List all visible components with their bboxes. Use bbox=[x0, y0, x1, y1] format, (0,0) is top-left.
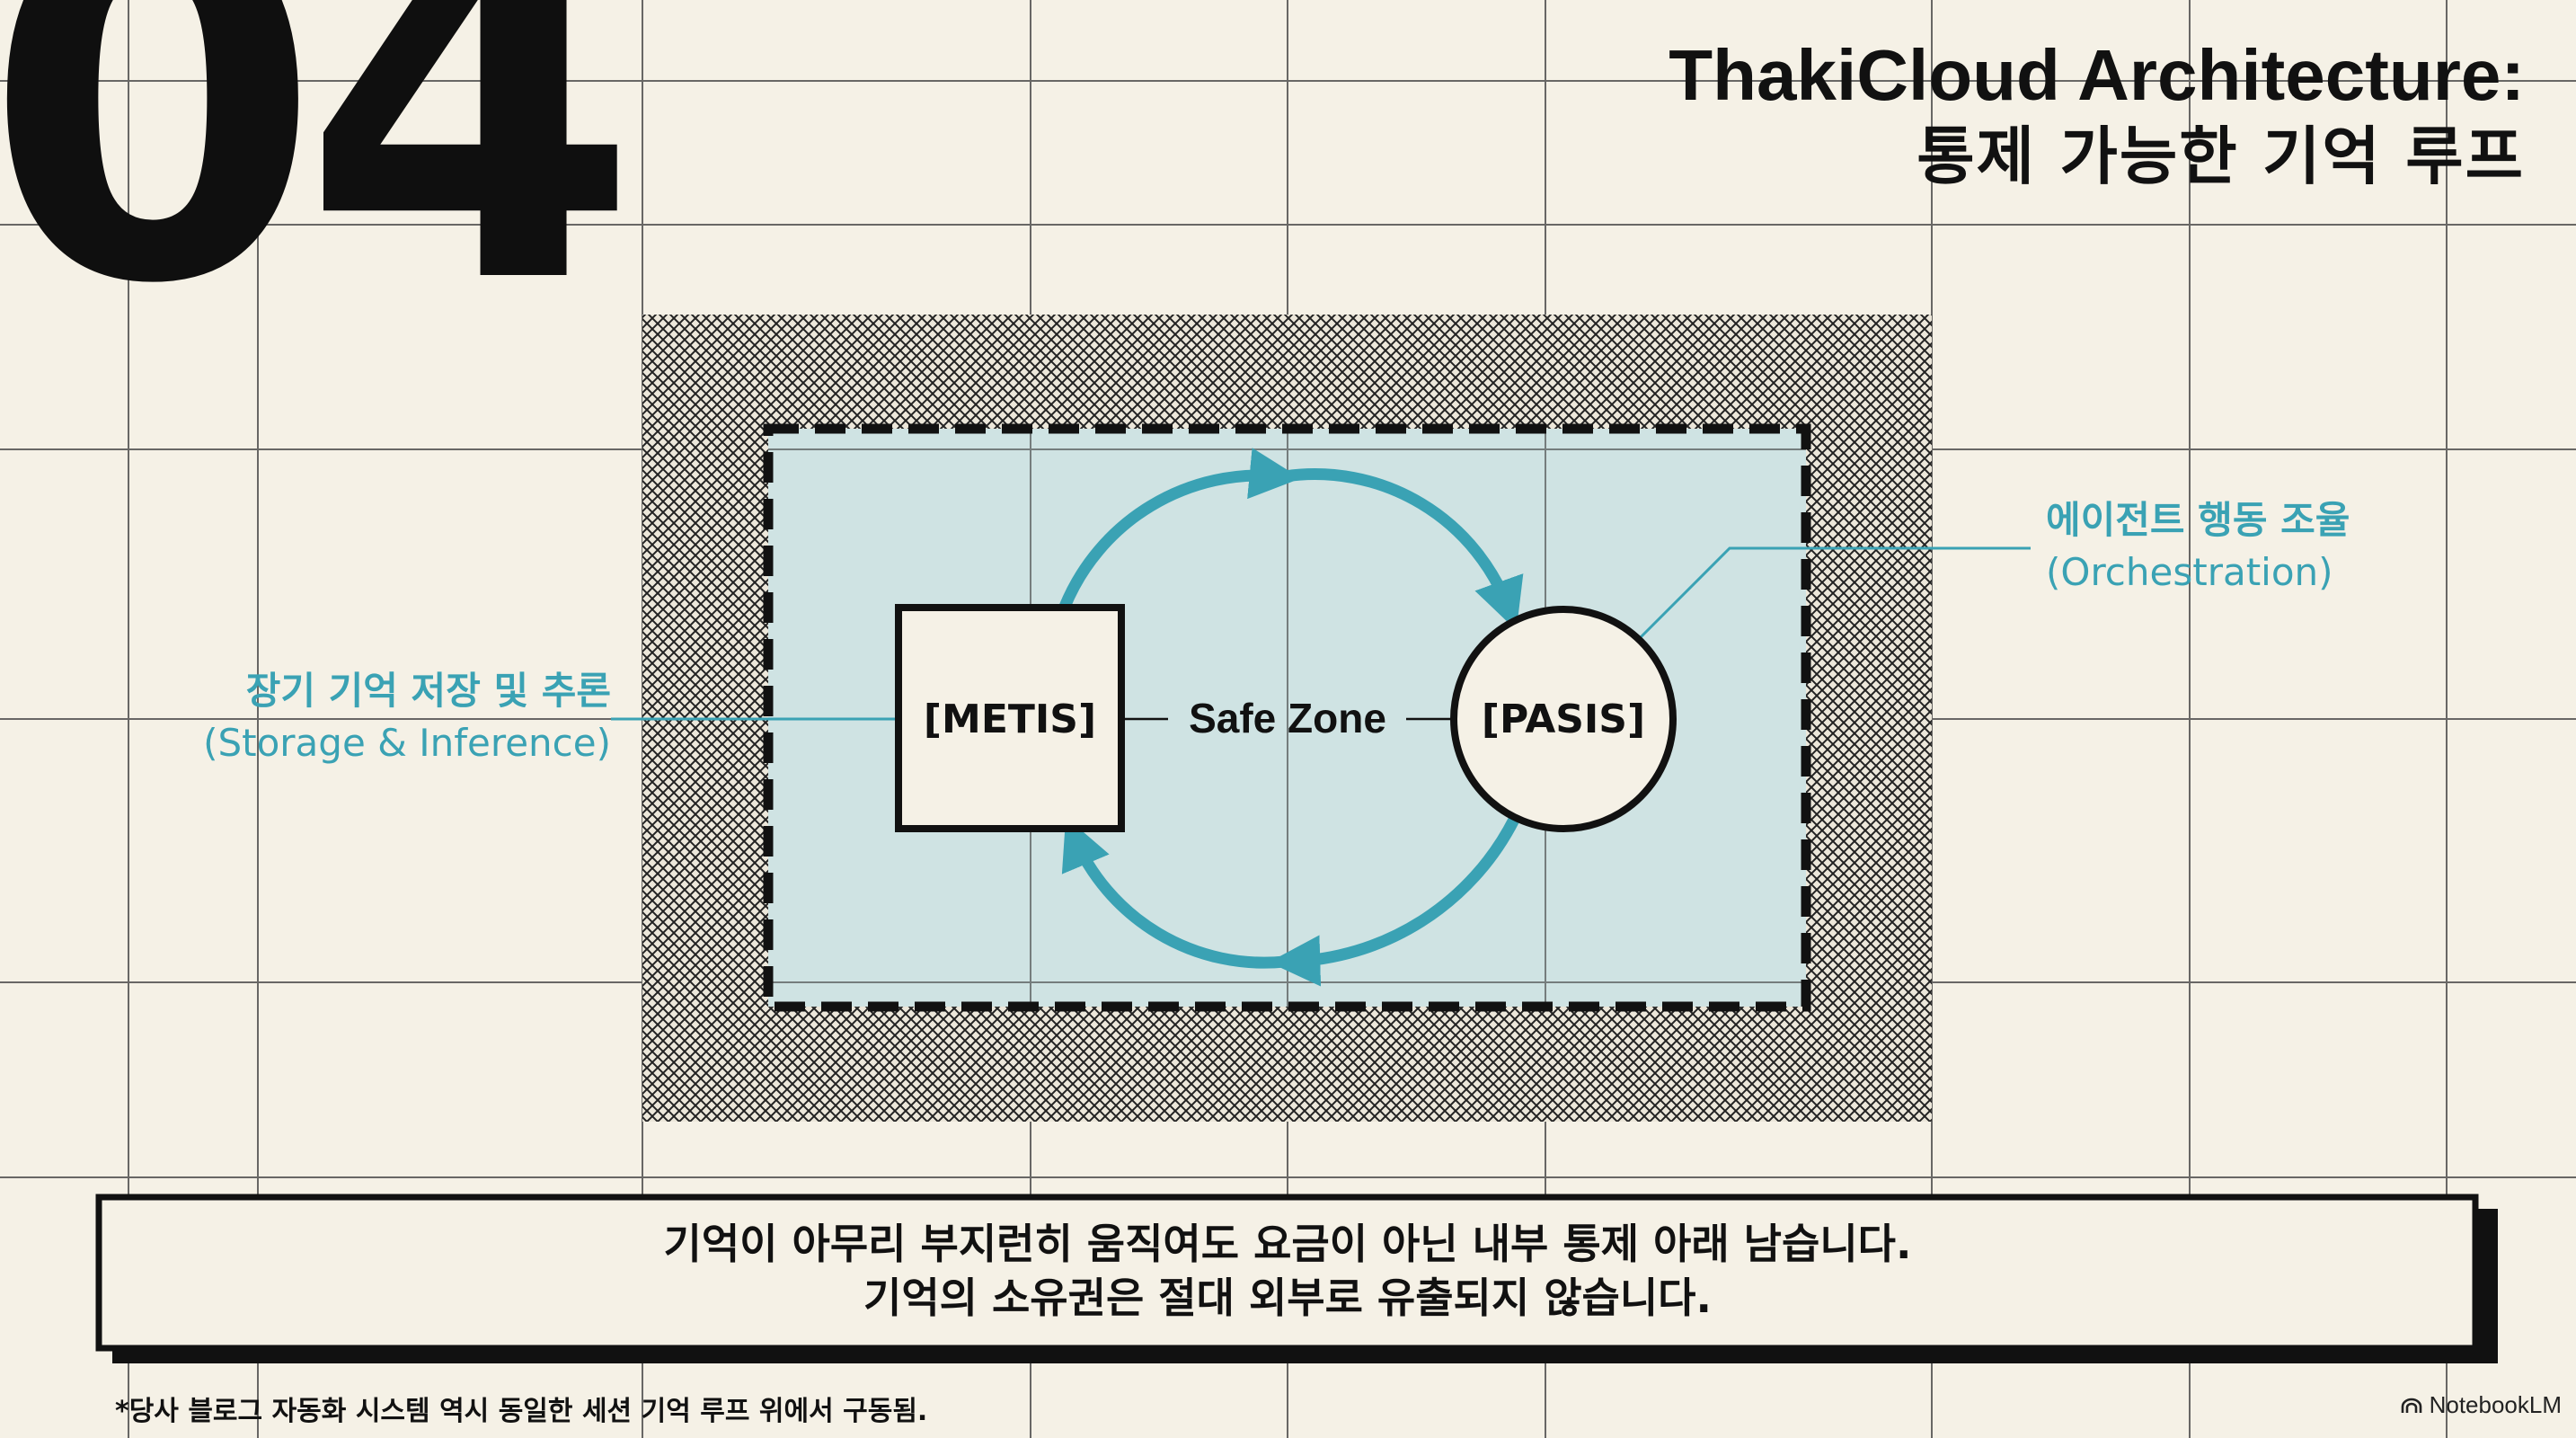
loop-arrow-top-right bbox=[1284, 468, 1524, 631]
pasis-node-circle bbox=[1450, 606, 1677, 832]
left-callout-english: (Storage & Inference) bbox=[203, 721, 611, 765]
left-callout: 장기 기억 저장 및 추론 (Storage & Inference) bbox=[144, 665, 611, 769]
notebooklm-logo-icon bbox=[2401, 1398, 2421, 1413]
right-callout-leader bbox=[1638, 546, 2031, 640]
brand-watermark: NotebookLM bbox=[2401, 1391, 2562, 1419]
metis-node-label: [METIS] bbox=[924, 697, 1096, 742]
slide-number: 04 bbox=[0, 0, 639, 390]
loop-arrow-bottom-right bbox=[1269, 817, 1519, 987]
summary-line-1: 기억이 아무리 부지런히 움직여도 요금이 아닌 내부 통제 아래 남습니다. bbox=[664, 1220, 1912, 1268]
right-callout-korean: 에이전트 행동 조율 bbox=[2046, 498, 2350, 542]
pasis-node-label: [PASIS] bbox=[1482, 697, 1645, 742]
loop-arrow-bottom-left bbox=[1061, 816, 1286, 969]
metis-node-box bbox=[895, 604, 1125, 832]
left-callout-korean: 장기 기억 저장 및 추론 bbox=[245, 669, 611, 713]
footnote: *당사 블로그 자동화 시스템 역시 동일한 세션 기억 루프 위에서 구동됨. bbox=[115, 1396, 928, 1427]
summary-box bbox=[95, 1194, 2479, 1352]
title-line-2: 통제 가능한 기억 루프 bbox=[1917, 120, 2525, 193]
page-title: ThakiCloud Architecture: 통제 가능한 기억 루프 bbox=[1669, 34, 2525, 196]
summary-line-2: 기억의 소유권은 절대 외부로 유출되지 않습니다. bbox=[863, 1274, 1712, 1322]
loop-arrow-top-left bbox=[1058, 448, 1301, 609]
safe-zone-dashed-border bbox=[763, 423, 1811, 1012]
right-callout: 에이전트 행동 조율 (Orchestration) bbox=[2046, 494, 2513, 599]
right-callout-english: (Orchestration) bbox=[2046, 550, 2333, 594]
brand-name: NotebookLM bbox=[2429, 1391, 2562, 1418]
safe-zone-label: Safe Zone bbox=[1189, 695, 1386, 741]
title-line-1: ThakiCloud Architecture: bbox=[1669, 35, 2525, 115]
